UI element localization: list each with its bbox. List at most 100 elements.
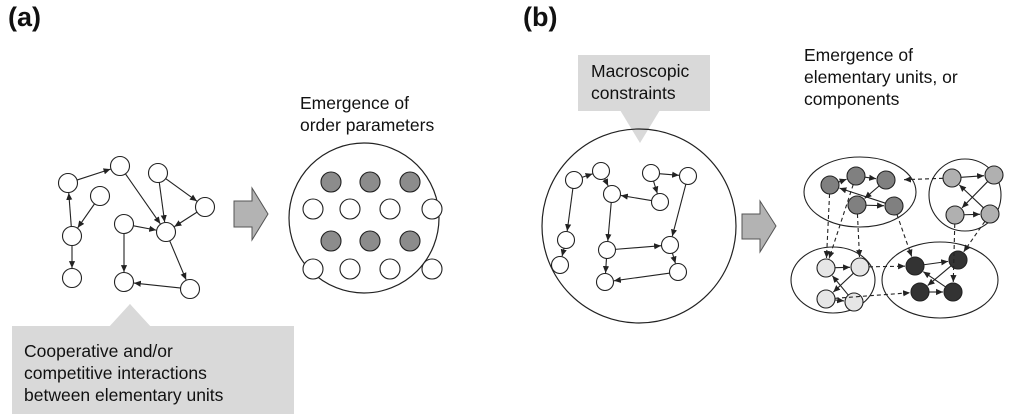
- constraints-container: [541, 128, 737, 324]
- network-b: [550, 161, 698, 292]
- plain-unit: [379, 258, 401, 280]
- network-b-node: [650, 192, 670, 212]
- network-a-node: [109, 155, 131, 177]
- inter-cluster-link: [903, 176, 944, 183]
- network-b-edge: [602, 177, 609, 187]
- order-parameters-container: [288, 142, 440, 294]
- constraints-callout-line-1: Macroscopic: [591, 61, 690, 81]
- network-b-edge: [602, 257, 610, 274]
- order-parameter-unit: [320, 171, 342, 193]
- network-a-node: [179, 278, 201, 300]
- cluster-edge: [864, 174, 877, 181]
- network-b-edge: [658, 171, 680, 178]
- interactions-callout-box: [12, 326, 294, 414]
- network-b-edge: [560, 247, 567, 257]
- cluster-edge: [960, 173, 985, 180]
- network-a-node: [57, 172, 79, 194]
- network-b-node: [641, 163, 661, 183]
- constraints-callout-line-2: constraints: [591, 83, 676, 103]
- inter-cluster-link: [963, 221, 986, 253]
- network-a-node: [61, 225, 83, 247]
- inter-cluster-link: [868, 263, 906, 270]
- panel-label-b: (b): [523, 2, 558, 32]
- inter-cluster-link: [828, 184, 854, 259]
- plain-unit: [421, 258, 443, 280]
- component-unit: [847, 195, 867, 215]
- network-a-edge: [164, 177, 198, 202]
- component-unit: [905, 256, 925, 276]
- network-a-node: [61, 267, 83, 289]
- network-b-node: [678, 166, 698, 186]
- network-b-node: [556, 230, 576, 250]
- components-caption: Emergence of elementary units, or compon…: [804, 44, 958, 110]
- interactions-callout-line-2: competitive interactions: [24, 363, 207, 383]
- network-a-edge: [133, 280, 182, 289]
- components-caption-line-3: components: [804, 89, 900, 109]
- transition-arrow-b: [741, 199, 777, 254]
- network-b-edge: [565, 187, 574, 232]
- network-b-edge: [671, 183, 687, 237]
- network-a-edge: [168, 240, 187, 280]
- network-b-edge: [670, 252, 677, 264]
- network-b-node: [591, 161, 611, 181]
- plain-unit: [379, 198, 401, 220]
- cluster-edge: [834, 297, 845, 304]
- order-parameters-caption: Emergence of order parameters: [300, 92, 434, 136]
- cluster-edge: [839, 187, 886, 204]
- order-parameters-grid: [302, 171, 443, 280]
- network-a-edge: [76, 168, 111, 181]
- network-b-node: [602, 184, 622, 204]
- network-b-node: [595, 272, 615, 292]
- component-cluster-boundary: [881, 241, 999, 319]
- components-caption-line-2: elementary units, or: [804, 67, 958, 87]
- network-b-node: [550, 255, 570, 275]
- network-b-edge: [652, 180, 659, 194]
- component-unit: [942, 168, 962, 188]
- cluster-edge: [958, 184, 984, 209]
- network-b-edge: [605, 201, 612, 242]
- component-cluster-boundary: [803, 156, 917, 228]
- component-cluster-boundary: [928, 158, 1002, 232]
- network-b-node: [597, 240, 617, 260]
- inter-cluster-link: [896, 214, 913, 257]
- constraints-callout-text: Macroscopic constraints: [591, 60, 689, 104]
- network-a-edge: [124, 173, 161, 225]
- constraints-callout-shape: [578, 55, 710, 143]
- network-a-node: [113, 271, 135, 293]
- cluster-edge: [927, 265, 952, 286]
- order-parameter-unit: [359, 171, 381, 193]
- cluster-edge: [922, 271, 946, 288]
- network-a-edge: [158, 181, 167, 223]
- components-caption-line-1: Emergence of: [804, 45, 913, 65]
- network-b-edge: [614, 243, 662, 250]
- order-parameters-caption-line-2: order parameters: [300, 115, 435, 135]
- order-parameter-unit: [320, 230, 342, 252]
- plain-unit: [302, 198, 324, 220]
- network-b-edge: [613, 272, 671, 283]
- component-unit: [844, 292, 864, 312]
- component-unit: [820, 175, 840, 195]
- interactions-callout-text: Cooperative and/or competitive interacti…: [24, 340, 223, 406]
- network-b-node: [564, 170, 584, 190]
- constraints-callout-box: [578, 55, 710, 111]
- component-unit: [948, 250, 968, 270]
- network-a-node: [113, 213, 135, 235]
- plain-unit: [339, 198, 361, 220]
- network-a-edge: [77, 203, 96, 229]
- order-parameter-unit: [399, 230, 421, 252]
- component-unit: [876, 170, 896, 190]
- interactions-callout-shape: [12, 304, 294, 414]
- network-b-node: [660, 235, 680, 255]
- component-unit: [984, 165, 1004, 185]
- interactions-callout-line-1: Cooperative and/or: [24, 341, 173, 361]
- cluster-edge: [961, 181, 989, 209]
- network-a-node: [194, 196, 216, 218]
- cluster-edge: [831, 275, 849, 296]
- component-unit: [816, 289, 836, 309]
- component-unit: [945, 205, 965, 225]
- order-parameter-unit: [359, 230, 381, 252]
- cluster-edge: [923, 259, 949, 266]
- network-a-edge: [66, 192, 73, 228]
- inter-cluster-link: [823, 193, 831, 259]
